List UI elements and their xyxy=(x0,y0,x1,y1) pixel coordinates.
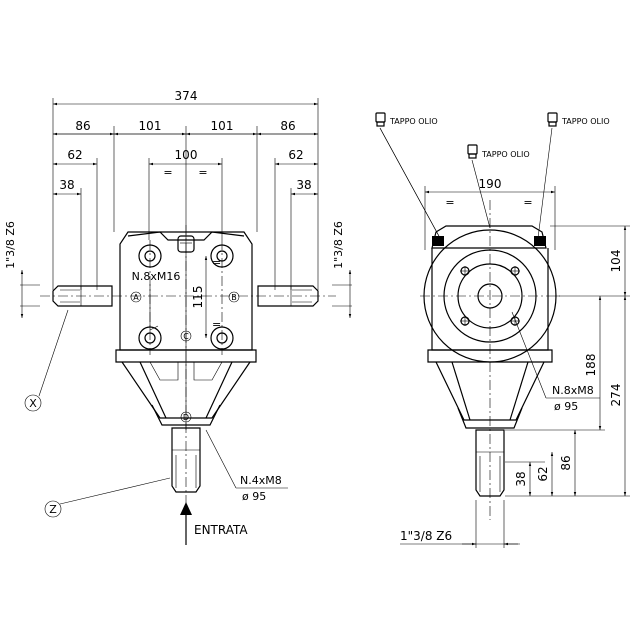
side-input-shaft xyxy=(475,429,505,497)
oil-plug-label-3: TAPPO OLIO xyxy=(561,117,610,126)
input-label: ENTRATA xyxy=(194,523,248,537)
input-shaft xyxy=(171,427,201,493)
dim-shaft-right-62: 62 xyxy=(288,148,303,162)
oil-plug-icon-2 xyxy=(467,144,478,159)
dim-center-span: 100 xyxy=(175,148,198,162)
marker-c: C xyxy=(183,332,189,341)
marker-z: Z xyxy=(49,503,57,516)
equal-mark-vertical-top: = xyxy=(212,256,221,269)
dim-side-left: 86 xyxy=(75,119,90,133)
dim-height-86: 86 xyxy=(559,455,573,470)
flange-bolts-front: N.4xM8 xyxy=(240,474,282,487)
marker-a: A xyxy=(133,293,139,302)
equal-mark-right: = xyxy=(198,166,207,179)
dim-shaft-right-38: 38 xyxy=(296,178,311,192)
dim-height-38: 38 xyxy=(514,471,528,486)
equal-mark-side-left: = xyxy=(445,196,454,209)
marker-x: X xyxy=(29,397,37,410)
equal-mark-left: = xyxy=(163,166,172,179)
bolt-pattern-front: N.8xM16 xyxy=(132,270,181,283)
oil-plug-icon-3 xyxy=(547,112,558,127)
dim-inner-left: 101 xyxy=(139,119,162,133)
front-view: 374 86 101 101 86 62 100 62 = = 38 38 1"… xyxy=(4,89,352,545)
dim-inner-right: 101 xyxy=(211,119,234,133)
flange-diameter-side: ø 95 xyxy=(554,400,578,413)
shaft-spec-left: 1"3/8 Z6 xyxy=(4,221,17,269)
shaft-spec-side: 1"3/8 Z6 xyxy=(400,529,452,543)
side-flange-bolts xyxy=(460,266,520,326)
marker-d: D xyxy=(183,413,189,422)
dim-height-274: 274 xyxy=(609,384,623,407)
marker-b: B xyxy=(231,293,237,302)
equal-mark-vertical-bottom: = xyxy=(212,318,221,331)
dim-vertical-115: 115 xyxy=(191,286,205,309)
dim-side-right: 86 xyxy=(280,119,295,133)
flange-diameter-front: ø 95 xyxy=(242,490,266,503)
bolt-pattern-side: N.8xM8 xyxy=(552,384,594,397)
dim-shaft-left-38: 38 xyxy=(59,178,74,192)
side-view: TAPPO OLIO TAPPO OLIO TAPPO OLIO 190 = = xyxy=(375,112,630,548)
left-output-shaft xyxy=(52,285,113,307)
right-output-shaft xyxy=(257,285,319,307)
dim-height-104: 104 xyxy=(609,250,623,273)
equal-mark-side-right: = xyxy=(523,196,532,209)
oil-plug-icon-1 xyxy=(375,112,386,127)
dim-width-190: 190 xyxy=(479,177,502,191)
dim-shaft-left-62: 62 xyxy=(67,148,82,162)
oil-plug-label-1: TAPPO OLIO xyxy=(389,117,438,126)
oil-plug-label-2: TAPPO OLIO xyxy=(481,150,530,159)
shaft-spec-right: 1"3/8 Z6 xyxy=(332,221,345,269)
dim-overall-width: 374 xyxy=(175,89,198,103)
dim-height-62: 62 xyxy=(536,466,550,481)
dim-height-188: 188 xyxy=(584,354,598,377)
